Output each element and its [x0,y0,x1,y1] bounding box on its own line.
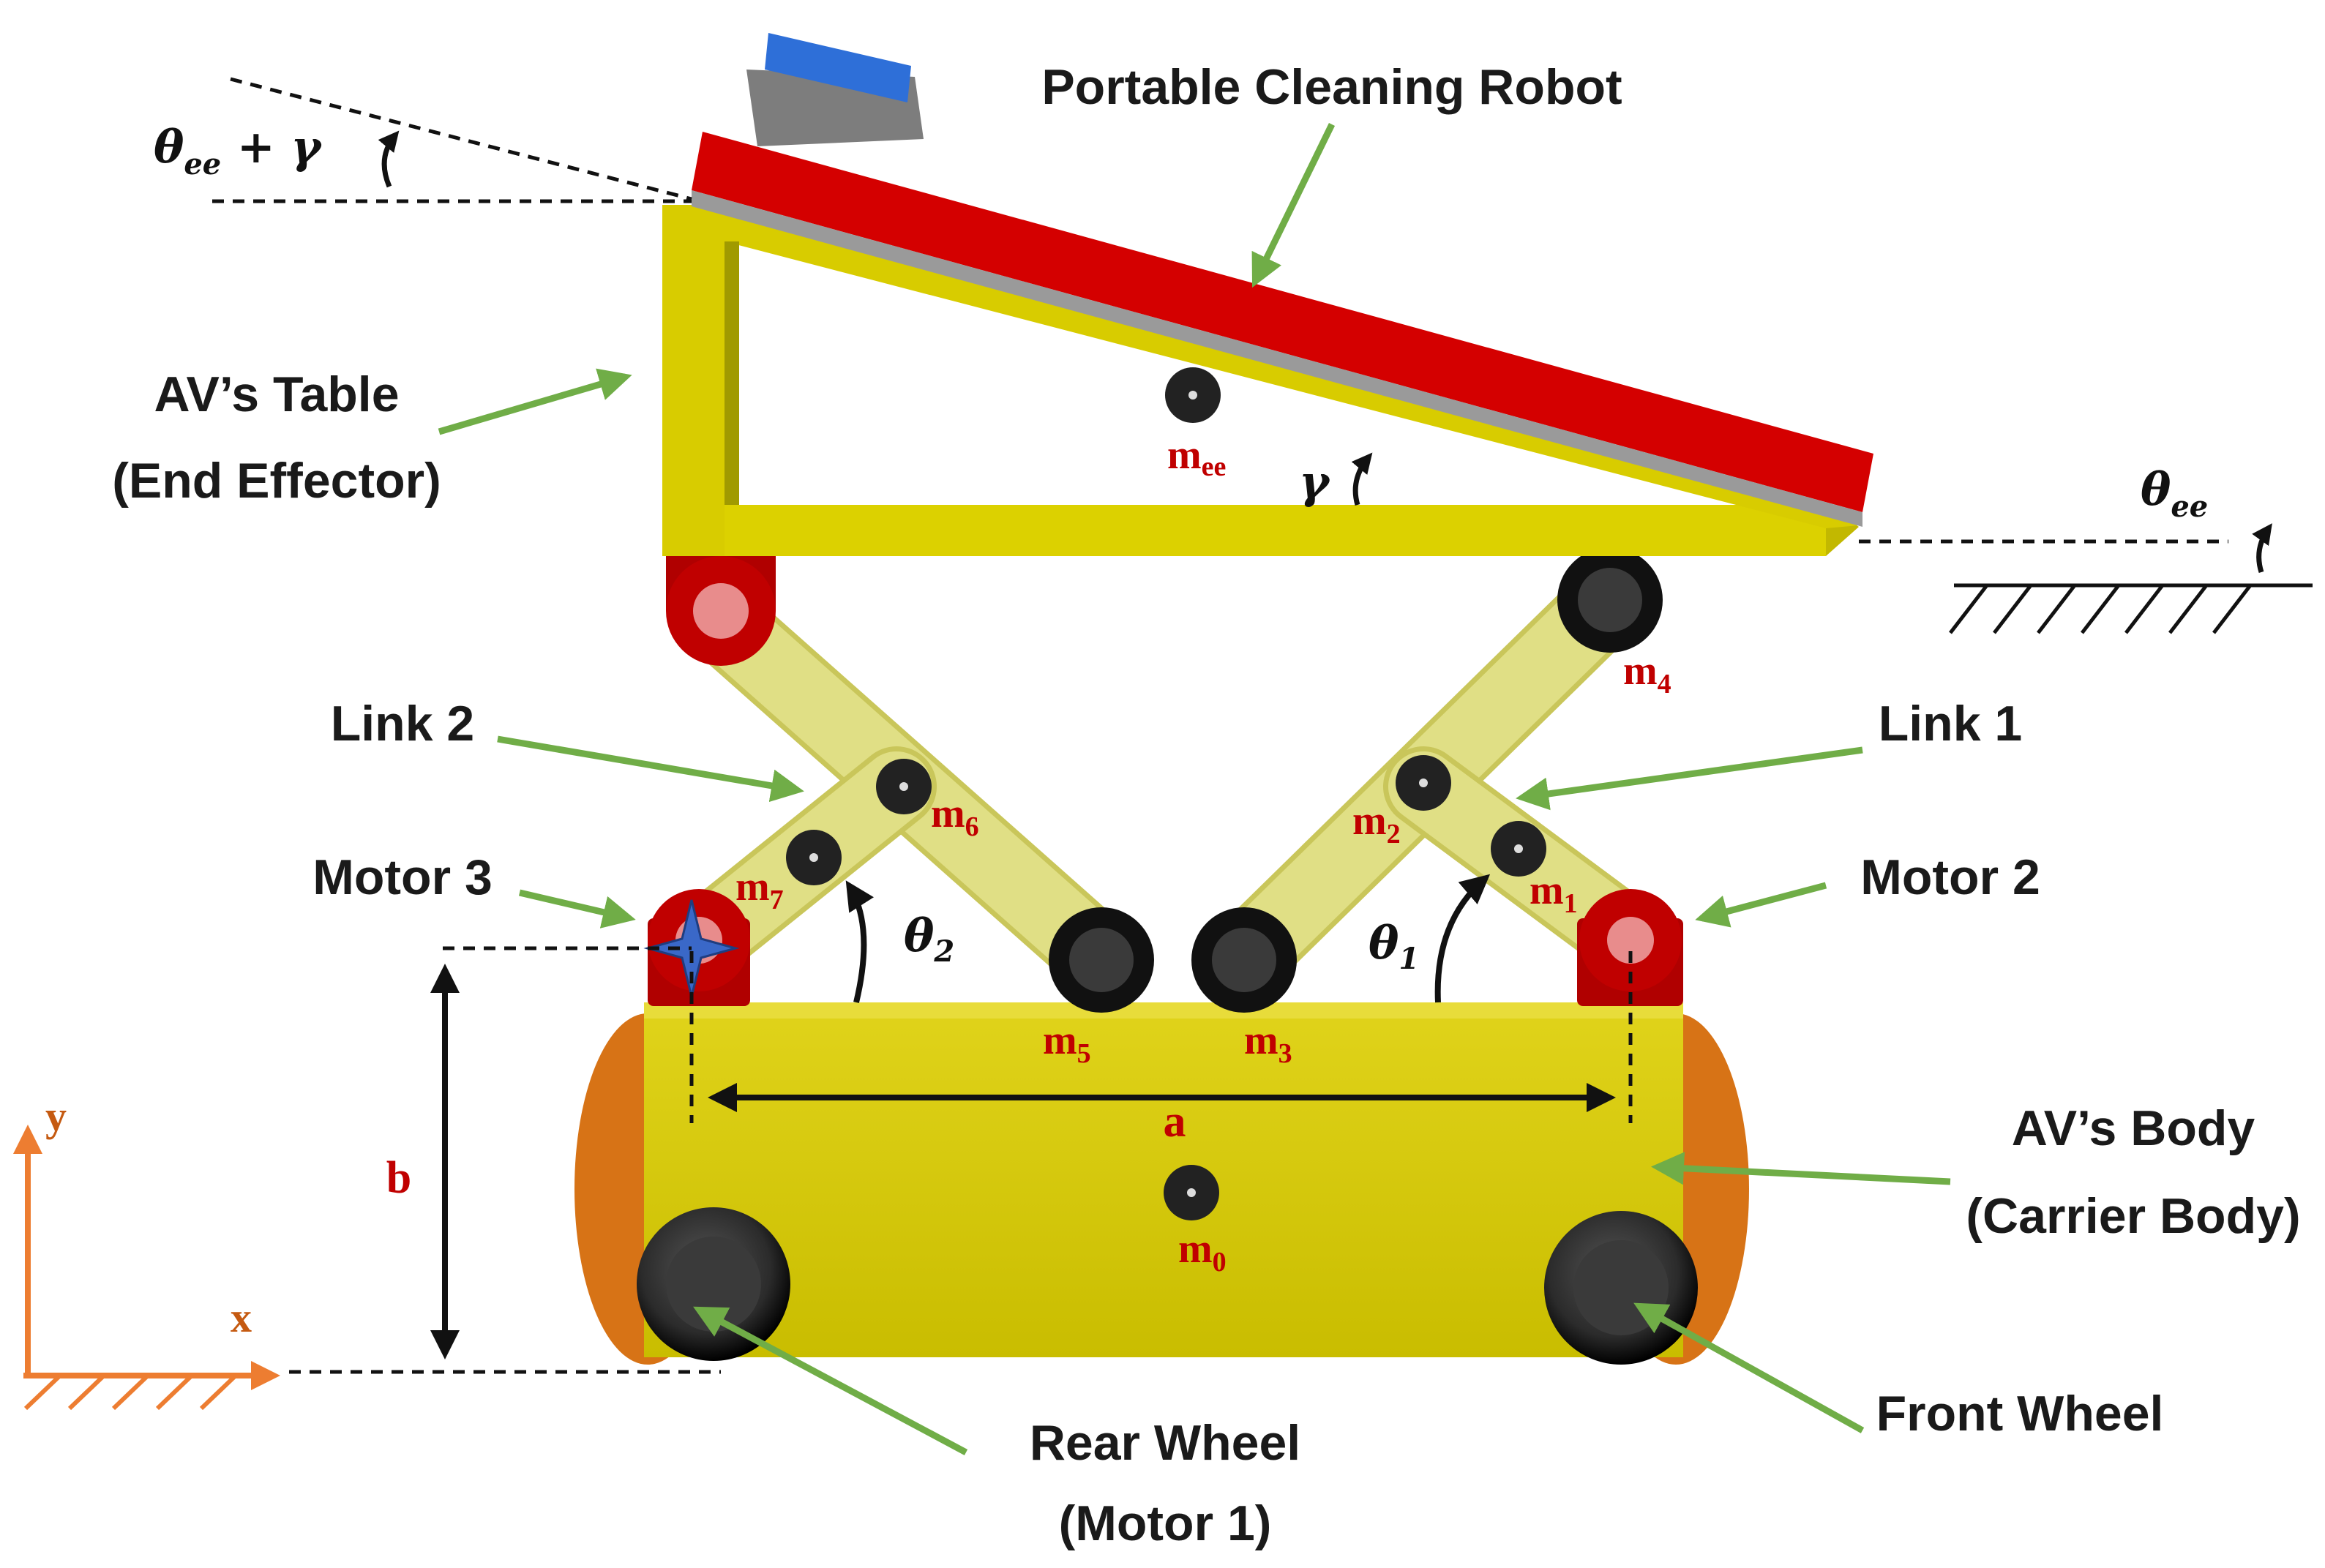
mass-label-m6: m6 [931,791,979,842]
motor-2 [1577,889,1683,1006]
label-end-effector: (End Effector) [112,453,441,509]
mass-label-m4: m4 [1623,648,1671,699]
label-motor-1: (Motor 1) [1059,1496,1272,1551]
arrow-motor2 [1695,882,1827,928]
arc-theta-2 [845,880,875,1003]
mass-label-m5: m5 [1043,1018,1091,1069]
arc-theta-ee [2252,523,2272,574]
rear-wheel [637,1207,790,1361]
mass-marker-m6 [876,759,932,814]
coordinate-axes: y x [12,1092,280,1411]
label-carrier-body: (Carrier Body) [1966,1188,2300,1244]
dimension-label-b: b [386,1153,411,1203]
av-table [662,205,1859,556]
arrow-front-wheel [1633,1302,1865,1433]
label-motor-3: Motor 3 [312,849,493,905]
label-link-1: Link 1 [1879,696,2023,751]
mass-label-mee: mee [1167,432,1226,482]
arc-theta-ee-gamma [378,130,400,188]
mass-marker-m2 [1396,755,1451,811]
x-axis-label: x [231,1294,252,1341]
mass-label-m2: m2 [1352,798,1401,849]
mass-label-m3: m3 [1244,1018,1292,1069]
arrow-robot [1251,123,1336,288]
ground-hatch-right [1949,583,2313,634]
front-wheel [1544,1211,1698,1365]
mass-marker-mee [1165,367,1221,423]
cleaning-robot [692,33,1873,527]
mass-marker-m1 [1491,821,1546,877]
body-top-edge [644,1002,1683,1019]
y-axis-label: y [45,1092,67,1140]
body-block [644,1010,1683,1357]
mass-label-m0: m0 [1178,1226,1227,1278]
roller-m3 [1191,907,1297,1013]
av-body [574,1002,1749,1365]
arrow-table [438,368,632,435]
angle-label-theta-ee: θee [2141,462,2208,524]
angle-label-theta-2: θ2 [904,909,954,969]
label-rear-wheel: Rear Wheel [1030,1415,1300,1471]
arc-gamma [1351,452,1373,506]
angle-label-theta-1: θ1 [1369,916,1419,976]
label-motor-2: Motor 2 [1860,849,2040,905]
mass-label-m7: m7 [735,864,784,915]
angle-label-gamma: γ [1299,455,1331,509]
label-portable-cleaning-robot: Portable Cleaning Robot [1041,59,1622,115]
dimension-label-a: a [1164,1097,1186,1147]
mass-marker-m0 [1164,1165,1219,1220]
label-av-body: AV’s Body [2012,1100,2255,1156]
mass-label-m1: m1 [1530,868,1578,919]
table-pivot-joint [666,552,776,666]
label-av-table: AV’s Table [154,367,399,422]
arc-theta-1 [1434,874,1491,1003]
label-front-wheel: Front Wheel [1876,1386,2164,1441]
label-link-2: Link 2 [331,696,475,751]
arrow-body [1651,1152,1951,1185]
ref-line-robot-slope [230,77,692,201]
angle-label-theta-ee-plus-gamma: θee + γ [154,120,323,181]
roller-m4 [1557,547,1663,653]
arrow-motor3 [518,889,636,929]
mass-marker-m7 [786,830,842,885]
arrow-link1 [1516,746,1863,811]
roller-m5 [1049,907,1154,1013]
arrow-link2 [497,735,804,803]
arrow-rear-wheel [693,1306,968,1455]
